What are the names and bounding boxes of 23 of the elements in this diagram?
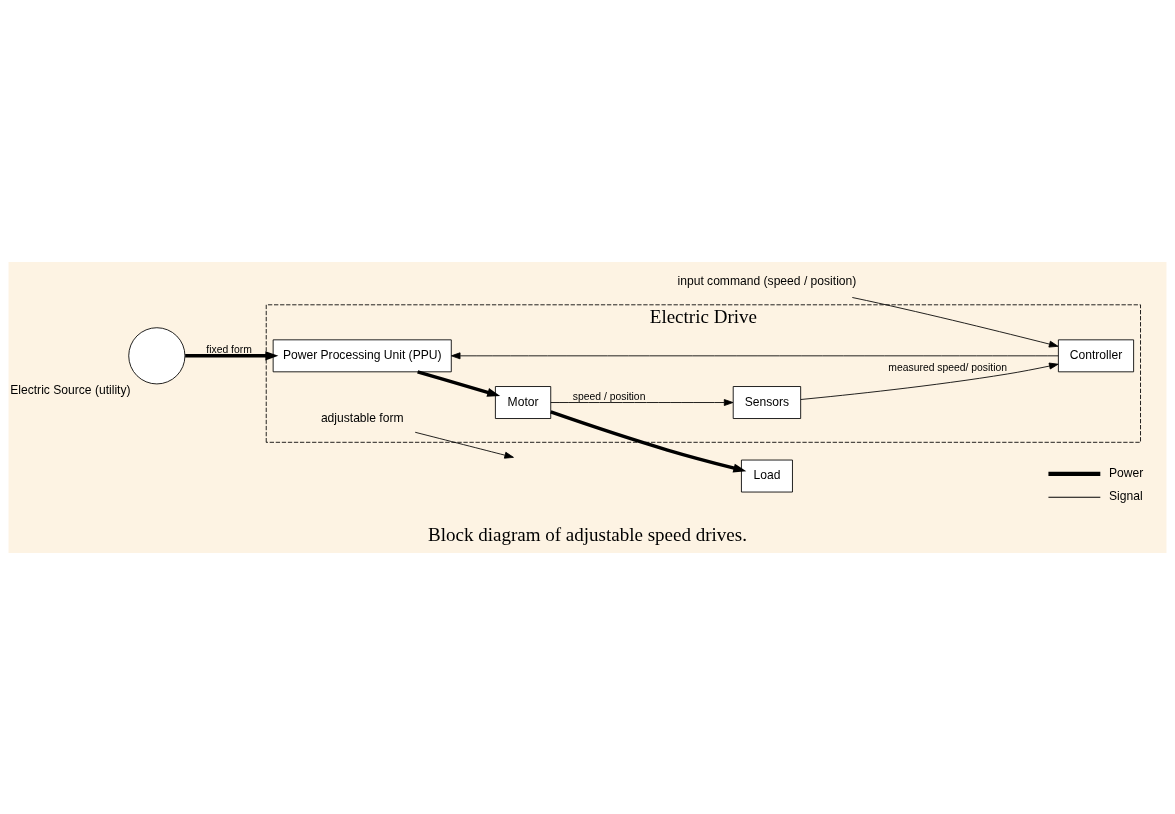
arrow: [800, 362, 1059, 400]
arrow: [185, 350, 279, 360]
node-box: Controller: [1057, 338, 1135, 372]
node-circle: [128, 326, 186, 384]
arrow: [851, 296, 1059, 347]
legend-label: Power: [1108, 465, 1144, 480]
node-box: Power Processing Unit (PPU): [272, 338, 452, 372]
node-box: Motor: [494, 385, 552, 419]
arrow: [550, 398, 734, 406]
arrow: [417, 369, 501, 397]
edge-label: speed / position: [572, 390, 646, 402]
node-text: input command (speed / position): [677, 273, 857, 288]
arrow: [550, 409, 747, 472]
arrow: [414, 431, 514, 459]
node-box: Load: [741, 459, 793, 492]
node-label: Electric Source (utility): [10, 382, 131, 397]
legend-label: Signal: [1108, 488, 1143, 503]
edge-label: fixed form: [206, 343, 252, 355]
arrow: [450, 351, 1059, 359]
node-text: adjustable form: [320, 410, 404, 425]
node-box: Sensors: [732, 385, 802, 419]
caption: Block diagram of adjustable speed drives.: [428, 523, 747, 545]
edge-label: measured speed/ position: [888, 361, 1007, 373]
